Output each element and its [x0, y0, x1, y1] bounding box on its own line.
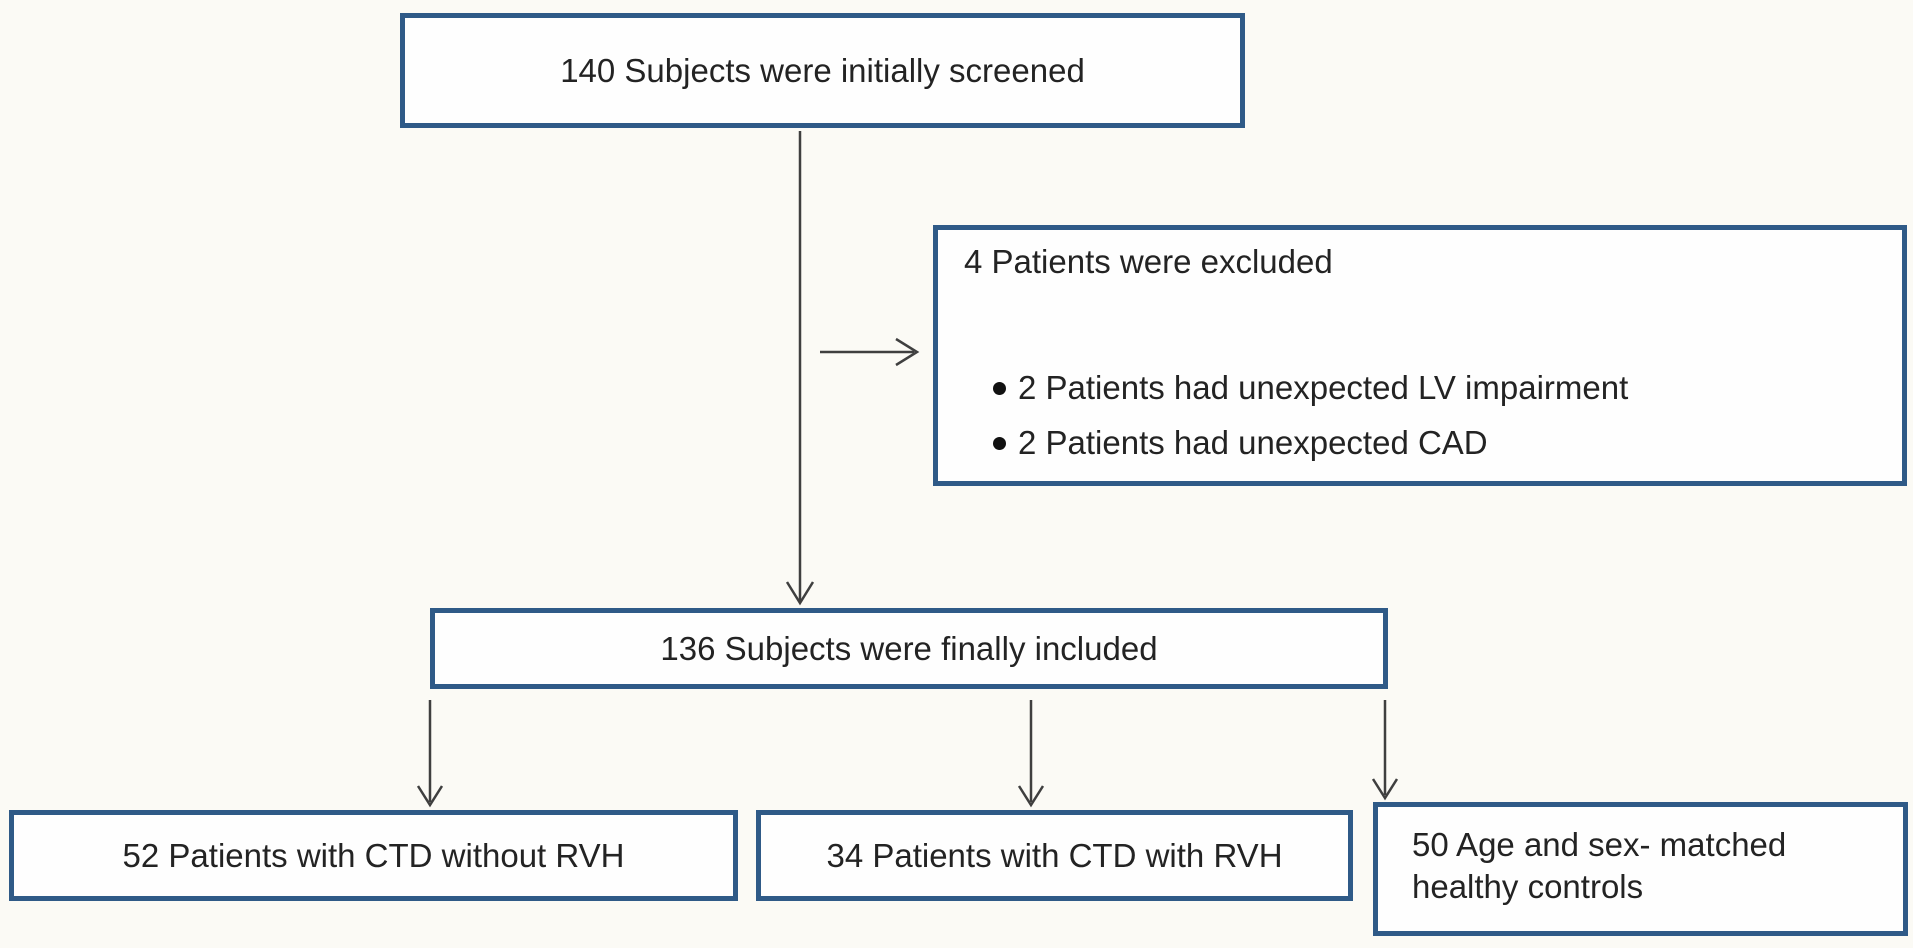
group-ctd-with-rvh-label: 34 Patients with CTD with RVH — [826, 836, 1283, 874]
arrow-to-group-b — [1017, 700, 1045, 808]
group-ctd-with-rvh-box: 34 Patients with CTD with RVH — [756, 810, 1353, 901]
bullet-icon — [993, 436, 1006, 450]
group-healthy-controls-line2: healthy controls — [1412, 868, 1644, 905]
screened-label: 140 Subjects were initially screened — [560, 51, 1085, 89]
arrow-screened-to-included — [785, 131, 815, 606]
excluded-bullet-item: 2 Patients had unexpected LV impairment — [993, 368, 1628, 408]
included-label: 136 Subjects were finally included — [660, 629, 1158, 667]
excluded-bullet-item: 2 Patients had unexpected CAD — [993, 423, 1628, 463]
arrow-to-group-a — [416, 700, 444, 808]
bullet-icon — [993, 381, 1006, 395]
excluded-box: 4 Patients were excluded 2 Patients had … — [933, 225, 1907, 486]
group-ctd-without-rvh-box: 52 Patients with CTD without RVH — [9, 810, 738, 901]
included-box: 136 Subjects were finally included — [430, 608, 1388, 689]
arrow-to-group-c — [1371, 700, 1399, 801]
group-healthy-controls-line1: 50 Age and sex- matched — [1412, 826, 1787, 863]
screened-box: 140 Subjects were initially screened — [400, 13, 1245, 128]
group-healthy-controls-label: 50 Age and sex- matched healthy controls — [1412, 824, 1786, 908]
group-healthy-controls-box: 50 Age and sex- matched healthy controls — [1373, 802, 1908, 936]
excluded-bullet-label: 2 Patients had unexpected CAD — [1018, 424, 1488, 462]
arrow-to-excluded — [820, 337, 920, 367]
excluded-bullet-list: 2 Patients had unexpected LV impairment … — [993, 368, 1628, 478]
group-ctd-without-rvh-label: 52 Patients with CTD without RVH — [122, 836, 625, 874]
excluded-title: 4 Patients were excluded — [964, 243, 1333, 280]
excluded-bullet-label: 2 Patients had unexpected LV impairment — [1018, 369, 1629, 407]
